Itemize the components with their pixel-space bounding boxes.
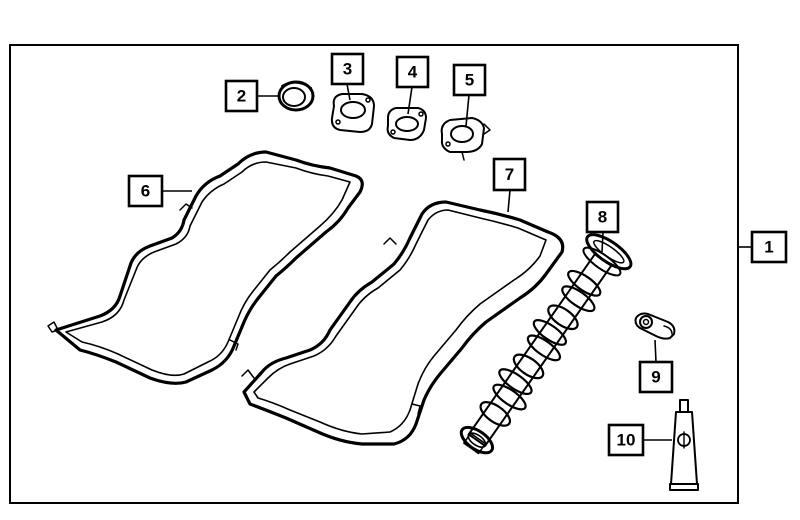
svg-text:1: 1 [764,238,773,257]
leader-9 [654,339,657,363]
leader-7 [507,189,511,213]
callout-7: 7 [492,157,527,192]
svg-text:6: 6 [141,182,150,201]
callout-2: 2 [224,79,259,113]
valve-cover-gasket-left [47,150,364,385]
seal-ring [277,80,315,112]
callout-1: 1 [750,230,788,264]
callout-5: 5 [452,63,487,97]
rocker-arm [634,312,676,340]
callout-9: 9 [638,360,674,394]
gasket-3 [330,93,375,133]
svg-text:5: 5 [465,71,474,90]
callout-4: 4 [395,55,430,89]
gasket-5 [440,117,491,161]
sealant-tube [669,399,699,491]
gasket-4 [386,107,427,141]
leader-8 [601,231,604,253]
leader-3 [346,83,351,101]
svg-text:3: 3 [343,60,352,79]
svg-text:4: 4 [408,63,418,82]
valve-cover-gasket-right [241,200,565,446]
leader-5 [465,94,470,127]
svg-text:8: 8 [598,208,607,227]
svg-text:10: 10 [617,431,636,450]
callout-3: 3 [330,52,365,86]
camshaft [459,233,633,455]
callout-10: 10 [607,423,645,457]
callout-6: 6 [127,174,164,208]
svg-text:2: 2 [237,87,246,106]
kit-frame [9,44,739,504]
leader-4 [407,86,413,115]
callout-8: 8 [585,200,620,234]
svg-text:9: 9 [651,368,660,387]
svg-text:7: 7 [505,165,514,184]
